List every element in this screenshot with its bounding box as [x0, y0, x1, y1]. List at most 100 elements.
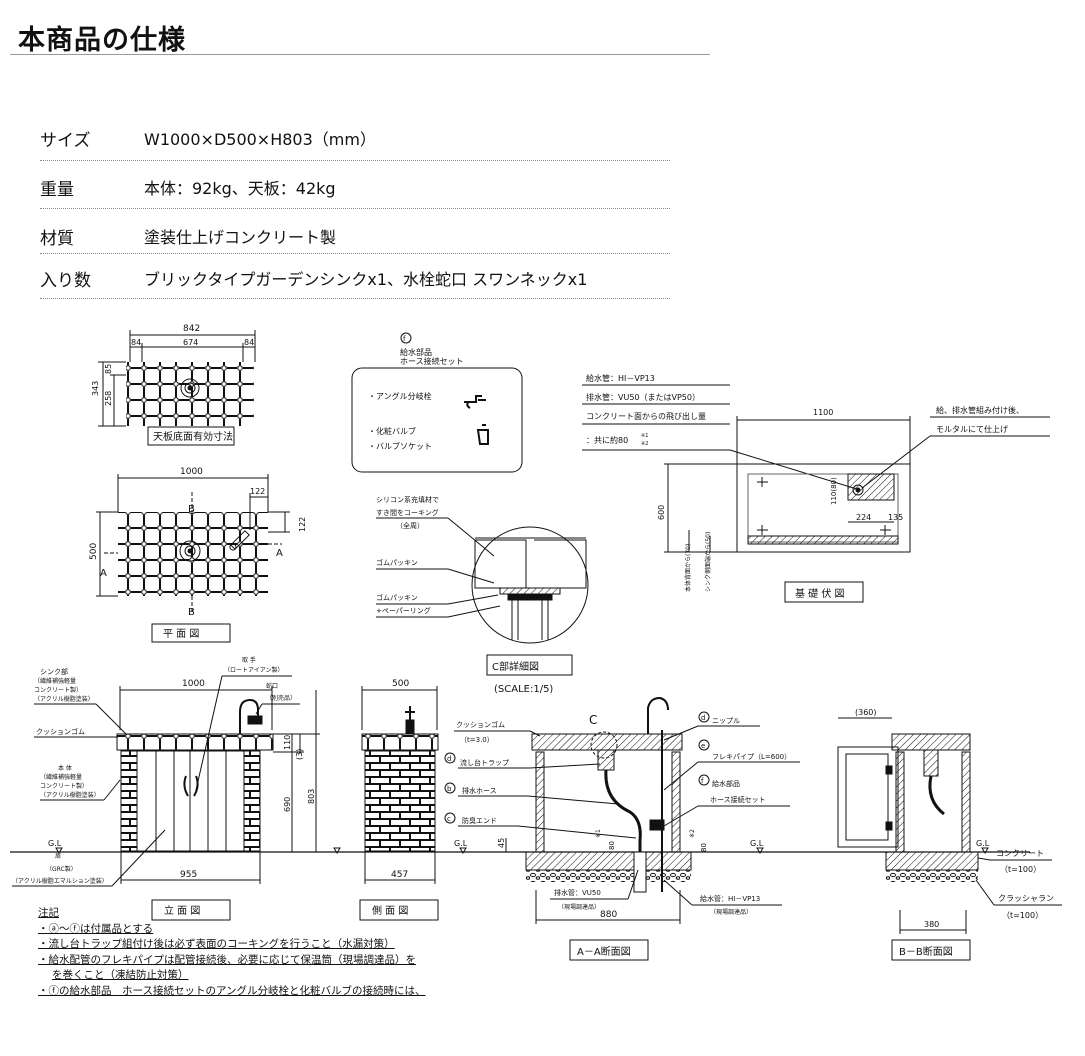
parts-item2: ・化粧バルブ [368, 426, 416, 436]
detail-c-note5: ゴムパッキン [376, 593, 418, 602]
dim-84a: 84 [131, 338, 141, 347]
note-2: ・流し台トラップ組付け後は必ず表面のコーキングを行うこと（水漏対策） [38, 938, 395, 950]
page-title: 本商品の仕様 [18, 25, 186, 56]
front-faucet: 蛇口 [266, 682, 278, 690]
section-b-top: B [188, 504, 195, 515]
spec-value: W1000×D500×H803（mm） [144, 130, 376, 149]
section-b: (360) G.L G.L コンクリート （t=100） クラッシャラン （t=… [750, 708, 1062, 961]
parts-marker: f [403, 335, 406, 343]
side-caption: 側 面 図 [372, 904, 408, 917]
top-inner-view: 842 84 674 84 343 85 258 天板底面有効寸法 [91, 324, 256, 446]
section-a-left: A [100, 568, 107, 579]
note-4: を巻くこと（凍結防止対策） [52, 969, 189, 981]
sa-drain-pipe: 排水管：VU50 [554, 888, 601, 897]
dim-343: 343 [91, 381, 100, 396]
notes-heading: 注記 [38, 907, 59, 919]
found-mark1: ※1 [641, 433, 648, 439]
note-3: ・給水配管のフレキパイプは配管接続後、必要に応じて保温筒（現場調達品）を [38, 953, 416, 966]
spec-label: 重量 [40, 180, 74, 200]
sa-dim-80a: 80 [608, 841, 616, 850]
front-dim-3: (3) [295, 749, 304, 760]
spec-label: 材質 [40, 229, 74, 249]
front-body-sub2: コンクリート製） [40, 782, 88, 790]
front-door-sub2: （アクリル樹脂エマルション塗装） [12, 877, 108, 885]
sa-end: 防臭エンド [462, 816, 497, 825]
spec-row-weight: 重量 本体：92kg、天板：42kg [40, 165, 670, 209]
spec-label: サイズ [40, 131, 91, 151]
front-body-sub3: （アクリル樹脂塗装） [40, 791, 100, 799]
notes-block: 注記 ・ⓐ～ⓕは付属品とする ・流し台トラップ組付け後は必ず表面のコーキングを行… [38, 908, 426, 1001]
dim-84b: 84 [244, 338, 254, 347]
detail-c-scale: (SCALE:1/5) [494, 684, 553, 695]
spec-divider [40, 208, 670, 209]
sa-gl: G.L [454, 839, 468, 848]
sa-parts: 給水部品 [712, 779, 740, 788]
found-note-r1: 給、排水管組み付け後、 [936, 405, 1024, 415]
front-gl: G.L [48, 839, 62, 848]
found-dim-600: 600 [657, 505, 666, 520]
spec-divider [40, 298, 670, 299]
note-1: ・ⓐ～ⓕは付属品とする [38, 922, 154, 935]
sa-circle-f: f [701, 777, 704, 785]
parts-item3: ・バルブソケット [368, 441, 432, 451]
section-a-marker-c: C [589, 713, 597, 727]
front-dim-110: 110 [283, 735, 292, 750]
sa-circle-d1: d [447, 755, 451, 763]
sa-circle-d2: d [701, 714, 705, 722]
sa-flex: フレキパイプ（L=600） [712, 753, 791, 761]
front-handle-sub: （ロートアイアン製） [224, 666, 283, 674]
front-elevation: シンク部 （繊維補強軽量 コンクリート製） （アクリル樹脂塗装） クッションゴム… [12, 656, 341, 921]
front-body-sub1: （繊維補強軽量 [40, 773, 82, 781]
spec-row-material: 材質 塗装仕上げコンクリート製 [40, 214, 670, 258]
sa-cushion-t: （t=3.0） [460, 736, 494, 744]
front-caption: 立 面 図 [164, 904, 200, 917]
found-pipe3: コンクリート面からの飛び出し量 [586, 411, 706, 421]
front-dim-803: 803 [307, 789, 316, 804]
sb-crusher-t: （t=100） [1002, 911, 1043, 920]
foundation-plan: 給水管：HI－VP13 排水管：VU50（またはVP50） コンクリート面からの… [582, 373, 1050, 603]
detail-c-note2: すき間をコーキング [376, 508, 439, 517]
dim-122b: 122 [298, 517, 307, 532]
parts-heading2: ホース接続セット [400, 356, 464, 366]
sa-nipple: ニップル [712, 717, 740, 725]
detail-c: シリコン系充填材で すき間をコーキング （全周） ゴムパッキン ゴムパッキン +… [376, 495, 589, 695]
front-body-title: 本 体 [58, 764, 72, 772]
sa-set: ホース接続セット [710, 795, 766, 804]
spec-divider [40, 160, 670, 161]
front-faucet-sub: （別売品） [266, 694, 296, 702]
sa-m2: ※2 [689, 829, 696, 838]
spec-row-size: サイズ W1000×D500×H803（mm） [40, 116, 670, 160]
front-door-title: 扉 [55, 852, 61, 860]
sb-gl-left: G.L [750, 839, 764, 848]
sa-hose: 排水ホース [462, 786, 497, 795]
found-vtext2: シンク側面端から(50) [704, 532, 712, 592]
found-vtext1: 本体背面から(70) [684, 544, 692, 592]
title-divider [10, 54, 710, 55]
dim-1000: 1000 [180, 467, 203, 477]
found-pipe4: ：共に約80 [586, 435, 628, 445]
sa-dim-45: 45 [497, 838, 506, 848]
front-handle: 取 手 [242, 656, 256, 664]
sa-circle-c: c [447, 815, 451, 823]
sa-supply-local: （現場調達品） [710, 908, 752, 916]
sa-caption: A－A断面図 [577, 945, 631, 958]
sa-supply-pipe: 給水管：HI－VP13 [700, 894, 760, 903]
found-mark2: ※2 [641, 441, 648, 447]
found-dim-135: 135 [888, 513, 903, 522]
sa-circle-b: b [447, 785, 452, 793]
front-sink-title: シンク部 [40, 667, 68, 676]
parts-box: f 給水部品 ホース接続セット ・アングル分岐栓 ・化粧バルブ ・バルブソケット [351, 332, 523, 473]
sa-dim-880: 880 [600, 910, 617, 920]
side-dim-457: 457 [391, 870, 408, 880]
spec-row-quantity: 入り数 ブリックタイプガーデンシンクx1、水栓蛇口 スワンネックx1 [40, 256, 670, 300]
sa-trap: 流し台トラップ [460, 758, 509, 767]
dim-258: 258 [104, 391, 113, 406]
sa-circle-e: e [701, 742, 705, 750]
found-pipe1: 給水管：HI－VP13 [586, 373, 655, 383]
side-elevation: 500 457 側 面 図 [359, 679, 439, 921]
parts-heading1: 給水部品 [400, 347, 432, 357]
front-dim-1000: 1000 [182, 679, 205, 689]
sa-drain-local: （現場調達品） [558, 903, 600, 911]
detail-c-note3: （全周） [396, 521, 424, 530]
sb-dim-360: (360) [855, 708, 877, 717]
